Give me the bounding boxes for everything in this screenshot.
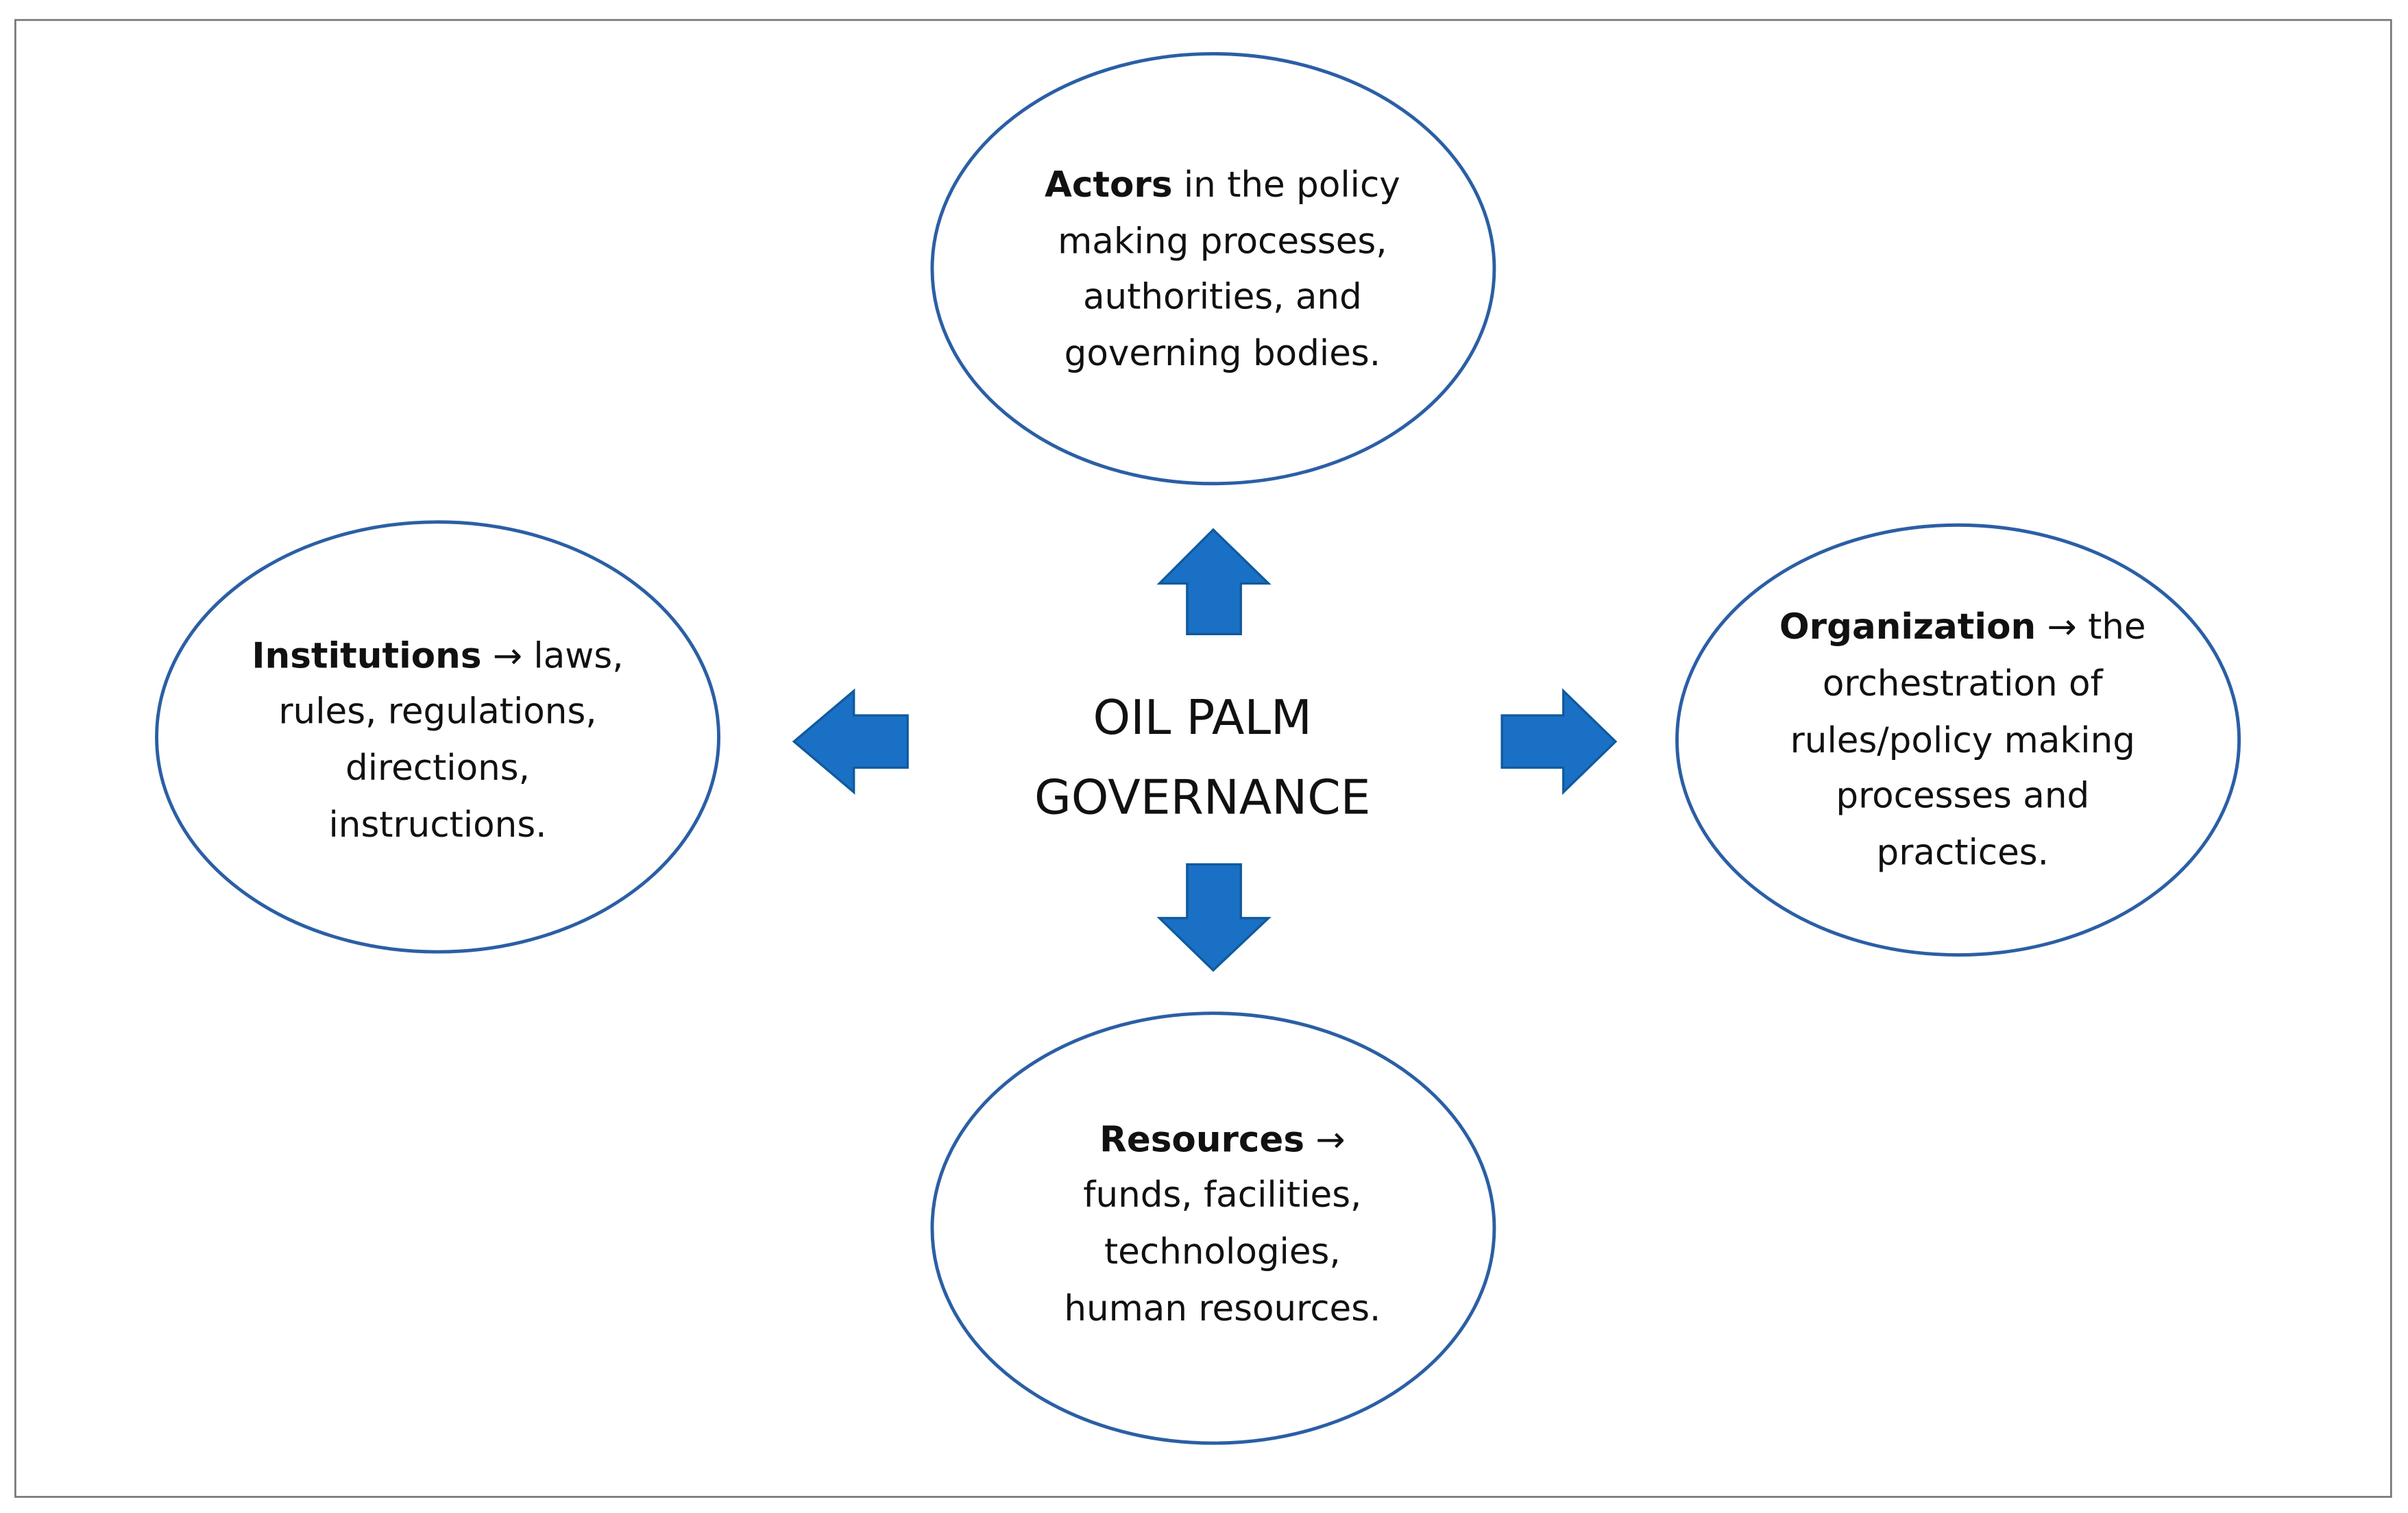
- actors-line-3: authorities, and: [1083, 276, 1362, 317]
- institutions-line-2: rules, regulations,: [278, 691, 596, 732]
- resources-ellipse: [930, 1011, 1496, 1445]
- institutions-node: Institutions → laws, rules, regulations,…: [155, 520, 720, 954]
- center-title-line-1: OIL PALM: [1093, 691, 1312, 746]
- resources-line-3: technologies,: [1104, 1231, 1341, 1272]
- arrow-up-icon: [1156, 528, 1272, 636]
- actors-node: Actors in the policy making processes, a…: [930, 51, 1496, 486]
- arrow-right-icon: [1500, 688, 1618, 796]
- organization-text: → the: [2036, 606, 2145, 648]
- center-title-line-2: GOVERNANCE: [1034, 770, 1371, 825]
- institutions-ellipse: [155, 520, 720, 954]
- arrow-down-icon: [1156, 863, 1272, 972]
- institutions-bold: Institutions: [252, 636, 481, 677]
- organization-line-3: rules/policy making: [1790, 720, 2135, 761]
- resources-line-2: funds, facilities,: [1083, 1174, 1361, 1216]
- organization-line-4: processes and: [1836, 775, 2089, 816]
- actors-line-2: making processes,: [1058, 221, 1387, 262]
- arrow-left-icon: [792, 688, 909, 795]
- resources-node: Resources → funds, facilities, technolog…: [930, 1011, 1496, 1445]
- organization-node: Organization → the orchestration of rule…: [1675, 523, 2241, 957]
- actors-line-1: Actors in the policy: [1045, 164, 1400, 206]
- institutions-text: → laws,: [482, 636, 624, 677]
- resources-bold: Resources: [1099, 1119, 1304, 1160]
- organization-line-5: practices.: [1877, 832, 2050, 873]
- organization-line-1: Organization → the: [1779, 606, 2146, 648]
- actors-text: in the policy: [1172, 164, 1400, 206]
- organization-bold: Organization: [1779, 606, 2036, 648]
- resources-text: →: [1304, 1119, 1346, 1160]
- organization-ellipse: [1675, 523, 2241, 957]
- institutions-line-3: directions,: [345, 748, 530, 789]
- actors-bold: Actors: [1045, 164, 1172, 206]
- resources-line-1: Resources →: [1099, 1119, 1345, 1160]
- actors-line-4: governing bodies.: [1065, 333, 1381, 374]
- actors-ellipse: [930, 51, 1496, 486]
- institutions-line-4: instructions.: [328, 804, 546, 846]
- organization-line-2: orchestration of: [1823, 663, 2104, 704]
- institutions-line-1: Institutions → laws,: [252, 636, 623, 677]
- resources-line-4: human resources.: [1064, 1288, 1381, 1329]
